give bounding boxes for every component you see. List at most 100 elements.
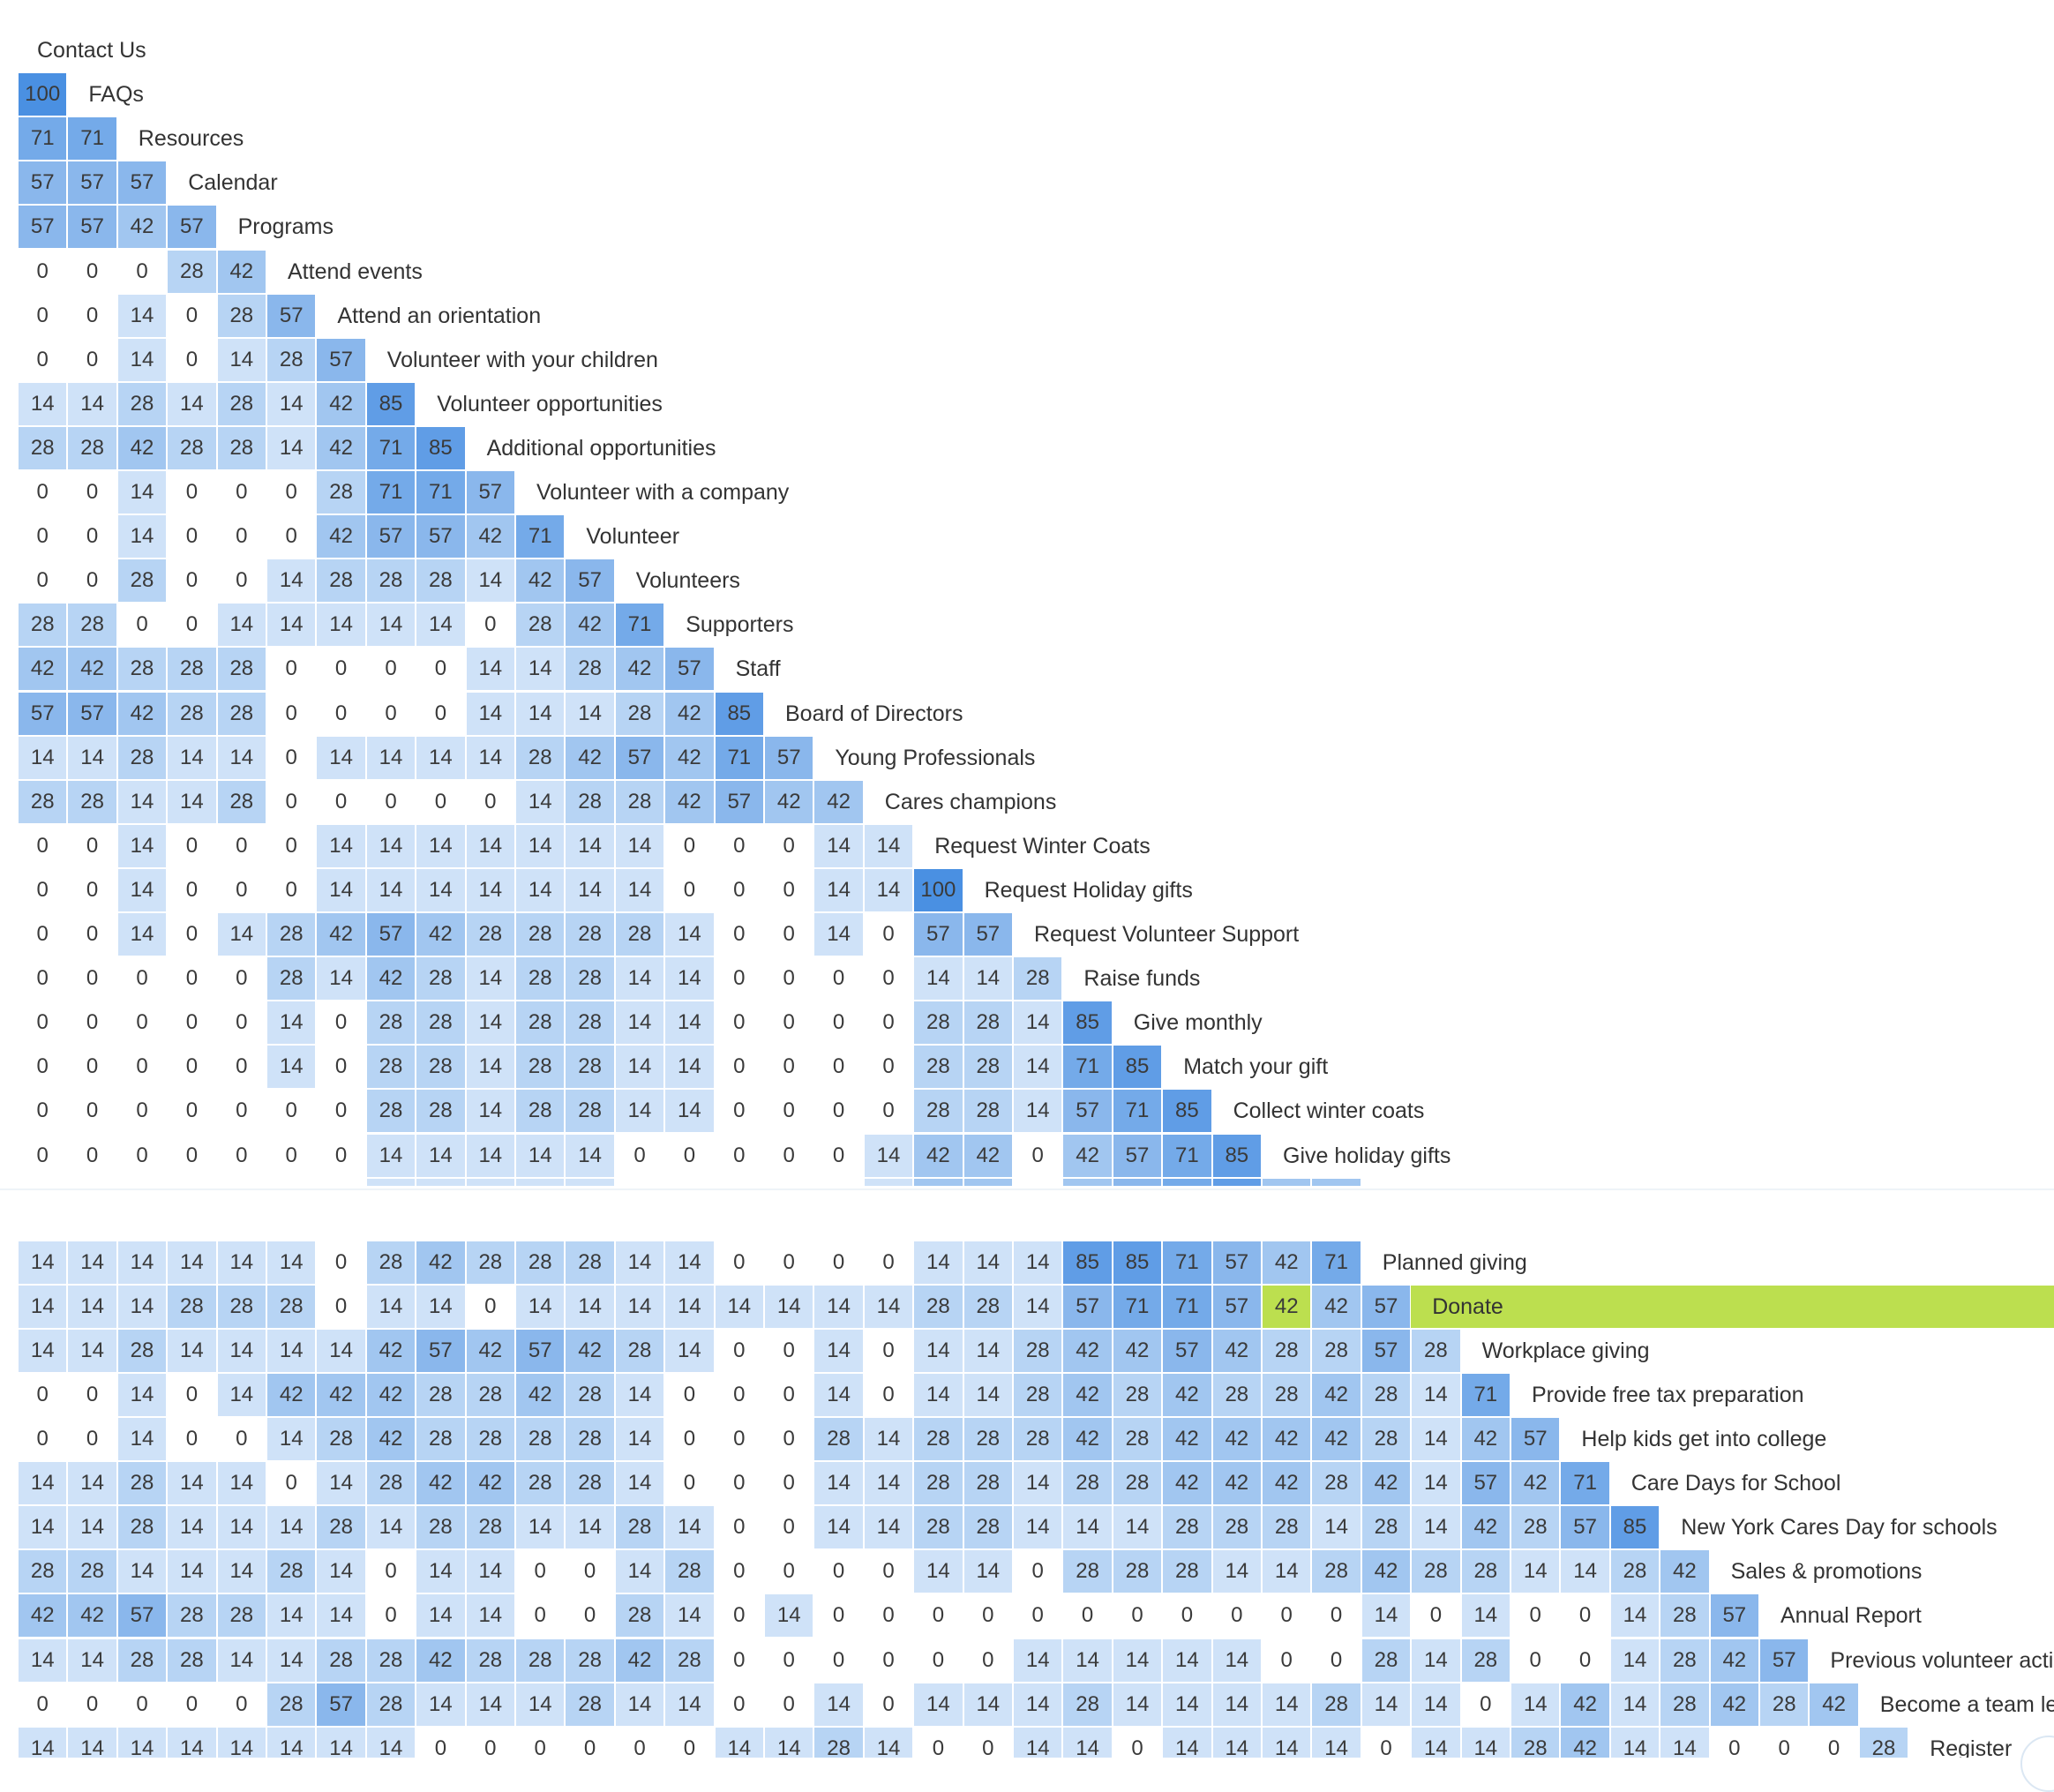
heatmap-cell-33-23[interactable]: 28 [1162,1549,1212,1594]
heatmap-cell-34-14[interactable]: 0 [714,1593,764,1638]
heatmap-cell-14-3[interactable]: 28 [167,647,217,692]
heatmap-cell-23-3[interactable]: 0 [167,1045,217,1090]
heatmap-cell-27-8[interactable]: 14 [416,1284,466,1329]
heatmap-cell-19-1[interactable]: 0 [67,867,117,912]
heatmap-cell-19-9[interactable]: 14 [465,867,515,912]
heatmap-cell-31-15[interactable]: 0 [764,1461,814,1506]
heatmap-cell-34-15[interactable]: 14 [764,1593,814,1638]
heatmap-cell-28-26[interactable]: 28 [1311,1328,1361,1373]
heatmap-cell-24-19[interactable]: 28 [963,1089,1013,1134]
heatmap-cell-14-1[interactable]: 42 [67,647,117,692]
heatmap-cell-37-14[interactable]: 14 [714,1726,764,1758]
heatmap-cell-34-7[interactable]: 0 [365,1593,416,1638]
heatmap-cell-16-3[interactable]: 14 [167,735,217,780]
heatmap-cell-37-4[interactable]: 14 [216,1726,266,1758]
heatmap-cell-25-24[interactable]: 85 [1211,1133,1262,1178]
heatmap-cell-19-17[interactable]: 14 [863,867,914,912]
heatmap-cell-34-11[interactable]: 0 [565,1593,615,1638]
row-label-donate[interactable]: Donate [1432,1293,1503,1319]
heatmap-cell-35-2[interactable]: 28 [116,1638,168,1683]
heatmap-cell-33-30[interactable]: 14 [1511,1549,1561,1594]
row-label-attend-events[interactable]: Attend events [288,259,423,284]
heatmap-cell-34-21[interactable]: 0 [1062,1593,1113,1638]
heatmap-cell-28-14[interactable]: 0 [714,1328,764,1373]
heatmap-cell-34-4[interactable]: 28 [216,1593,266,1638]
heatmap-cell-17-9[interactable]: 0 [465,779,515,824]
row-label-faqs[interactable]: FAQs [88,82,144,108]
heatmap-cell-10-5[interactable]: 0 [266,470,317,515]
heatmap-cell-8-7[interactable]: 85 [365,381,416,426]
heatmap-cell-19-13[interactable]: 0 [664,867,715,912]
heatmap-cell-30-0[interactable]: 0 [18,1417,68,1462]
heatmap-cell-35-21[interactable]: 14 [1062,1638,1113,1683]
heatmap-cell-30-18[interactable]: 28 [913,1417,963,1462]
heatmap-cell-36-2[interactable]: 0 [116,1682,168,1727]
heatmap-cell-26-10[interactable]: 28 [515,1240,566,1285]
heatmap-cell-35-8[interactable]: 42 [416,1638,466,1683]
heatmap-cell-37-35[interactable]: 0 [1759,1726,1810,1758]
heatmap-cell-29-27[interactable]: 28 [1361,1372,1412,1417]
heatmap-cell-26-26[interactable]: 71 [1311,1240,1361,1285]
heatmap-cell-25-22[interactable]: 57 [1112,1133,1163,1178]
heatmap-cell-29-21[interactable]: 42 [1062,1372,1113,1417]
heatmap-cell-19-10[interactable]: 14 [515,867,566,912]
heatmap-cell-27-17[interactable]: 14 [863,1284,914,1329]
heatmap-cell-16-10[interactable]: 28 [515,735,566,780]
heatmap-cell-13-5[interactable]: 14 [266,603,317,648]
heatmap-cell-32-17[interactable]: 14 [863,1505,914,1550]
heatmap-cell-30-30[interactable]: 57 [1511,1417,1561,1462]
heatmap-cell-23-9[interactable]: 14 [465,1045,515,1090]
heatmap-cell-34-25[interactable]: 0 [1262,1593,1312,1638]
heatmap-cell-15-1[interactable]: 57 [67,691,117,736]
heatmap-cell-15-2[interactable]: 42 [116,691,168,736]
heatmap-cell-28-19[interactable]: 14 [963,1328,1013,1373]
heatmap-cell-23-17[interactable]: 0 [863,1045,914,1090]
heatmap-cell-23-4[interactable]: 0 [216,1045,266,1090]
heatmap-cell-30-10[interactable]: 28 [515,1417,566,1462]
heatmap-cell-33-25[interactable]: 14 [1262,1549,1312,1594]
heatmap-cell-23-22[interactable]: 85 [1112,1045,1163,1090]
row-label-sales-promotions[interactable]: Sales & promotions [1730,1559,1923,1585]
heatmap-cell-3-1[interactable]: 57 [67,161,117,206]
heatmap-cell-28-20[interactable]: 28 [1013,1328,1063,1373]
heatmap-cell-32-19[interactable]: 28 [963,1505,1013,1550]
heatmap-cell-7-6[interactable]: 57 [316,337,366,382]
heatmap-cell-32-30[interactable]: 28 [1511,1505,1561,1550]
heatmap-cell-29-0[interactable]: 0 [18,1372,68,1417]
heatmap-cell-8-6[interactable]: 42 [316,381,366,426]
heatmap-cell-19-0[interactable]: 0 [18,867,68,912]
heatmap-cell-18-14[interactable]: 0 [714,823,764,868]
heatmap-cell-15-4[interactable]: 28 [216,691,266,736]
heatmap-cell-32-6[interactable]: 28 [316,1505,366,1550]
heatmap-cell-7-5[interactable]: 28 [266,337,317,382]
heatmap-cell-6-0[interactable]: 0 [18,293,68,338]
heatmap-cell-27-27[interactable]: 57 [1361,1284,1412,1329]
heatmap-cell-31-25[interactable]: 42 [1262,1461,1312,1506]
heatmap-cell-12-2[interactable]: 28 [116,559,168,604]
heatmap-cell-33-22[interactable]: 28 [1112,1549,1163,1594]
heatmap-cell-14-10[interactable]: 14 [515,647,566,692]
heatmap-cell-26-5[interactable]: 14 [266,1240,317,1285]
heatmap-cell-27-24[interactable]: 57 [1211,1284,1262,1329]
heatmap-cell-36-27[interactable]: 14 [1361,1682,1412,1727]
heatmap-cell-26-24[interactable]: 57 [1211,1240,1262,1285]
heatmap-cell-35-22[interactable]: 14 [1112,1638,1163,1683]
heatmap-cell-19-8[interactable]: 14 [416,867,466,912]
heatmap-cell-29-10[interactable]: 42 [515,1372,566,1417]
heatmap-cell-30-17[interactable]: 14 [863,1417,914,1462]
heatmap-cell-17-2[interactable]: 14 [116,779,168,824]
heatmap-cell-34-10[interactable]: 0 [515,1593,566,1638]
heatmap-cell-18-9[interactable]: 14 [465,823,515,868]
heatmap-cell-31-31[interactable]: 71 [1560,1461,1610,1506]
heatmap-cell-31-29[interactable]: 57 [1460,1461,1511,1506]
heatmap-cell-33-29[interactable]: 28 [1460,1549,1511,1594]
heatmap-cell-31-28[interactable]: 14 [1411,1461,1461,1506]
heatmap-cell-34-30[interactable]: 0 [1511,1593,1561,1638]
heatmap-cell-37-5[interactable]: 14 [266,1726,317,1758]
heatmap-cell-26-19[interactable]: 14 [963,1240,1013,1285]
heatmap-cell-32-8[interactable]: 28 [416,1505,466,1550]
heatmap-cell-11-4[interactable]: 0 [216,514,266,559]
heatmap-cell-21-0[interactable]: 0 [18,956,68,1001]
heatmap-cell-27-10[interactable]: 14 [515,1284,566,1329]
heatmap-cell-28-21[interactable]: 42 [1062,1328,1113,1373]
